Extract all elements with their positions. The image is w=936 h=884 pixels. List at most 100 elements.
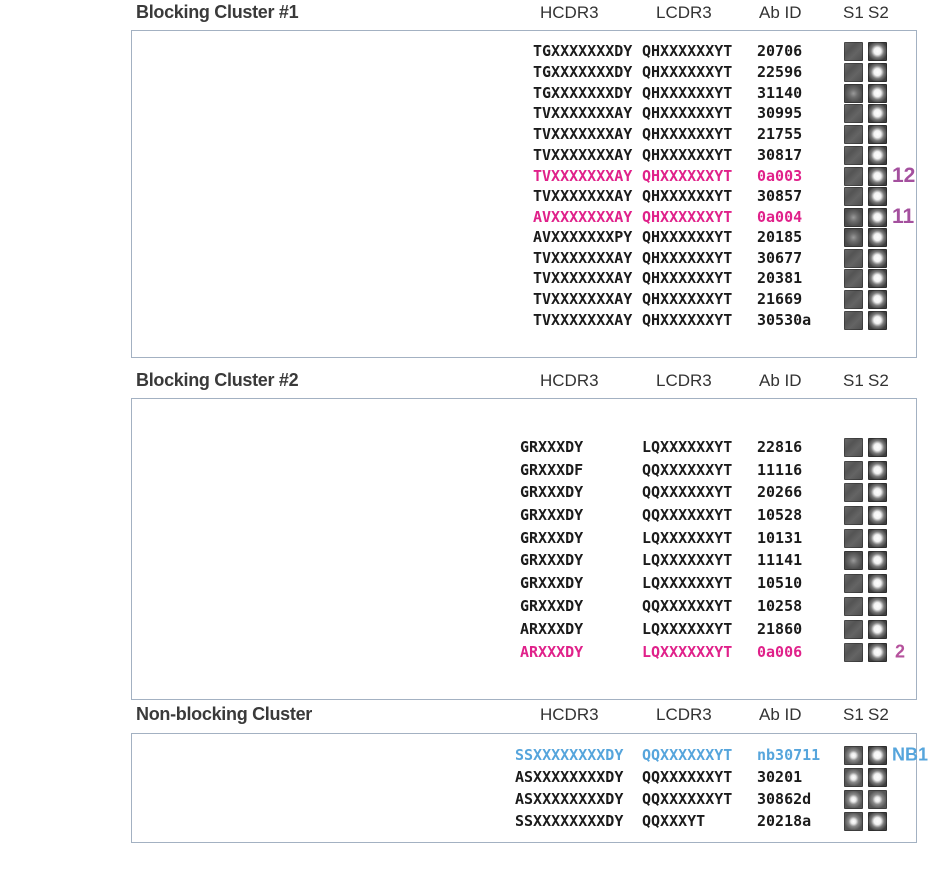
s1-thumbnail — [844, 596, 863, 616]
antibody-id: 30530a — [757, 311, 812, 329]
column-header-hcdr3: HCDR3 — [540, 705, 599, 724]
s1-thumbnail — [844, 811, 863, 831]
s1-thumbnail — [844, 528, 863, 548]
hcdr3-sequence: SSXXXXXXXXDY — [515, 812, 624, 830]
hcdr3-sequence: GRXXXDY — [520, 597, 584, 615]
s1-thumbnail — [844, 310, 863, 330]
s2-thumbnail — [868, 248, 887, 268]
lcdr3-sequence: LQXXXXXXYT — [642, 551, 733, 569]
s2-thumbnail — [868, 811, 887, 831]
lcdr3-sequence: QHXXXXXXYT — [642, 146, 733, 164]
antibody-id: 22816 — [757, 438, 803, 456]
s1-thumbnail — [844, 83, 863, 103]
hcdr3-sequence: GRXXXDY — [520, 551, 584, 569]
lcdr3-sequence: QHXXXXXXYT — [642, 269, 733, 287]
cluster2-box — [131, 398, 917, 700]
s1-thumbnail — [844, 289, 863, 309]
antibody-id: nb30711 — [757, 746, 821, 764]
hcdr3-sequence: TVXXXXXXXAY — [533, 125, 633, 143]
s2-thumbnail — [868, 528, 887, 548]
s2-thumbnail — [868, 103, 887, 123]
s2-thumbnail — [868, 573, 887, 593]
column-header-s1: S1 — [843, 3, 864, 22]
lcdr3-sequence: QQXXXXXXYT — [642, 597, 733, 615]
column-header-abid: Ab ID — [759, 371, 802, 390]
lcdr3-sequence: QHXXXXXXYT — [642, 84, 733, 102]
hcdr3-sequence: TVXXXXXXXAY — [533, 146, 633, 164]
column-header-s2: S2 — [868, 3, 889, 22]
lcdr3-sequence: LQXXXXXXYT — [642, 620, 733, 638]
hcdr3-sequence: ARXXXDY — [520, 620, 584, 638]
lcdr3-sequence: QHXXXXXXYT — [642, 125, 733, 143]
hcdr3-sequence: TVXXXXXXXAY — [533, 249, 633, 267]
s2-thumbnail — [868, 596, 887, 616]
antibody-id: 30862d — [757, 790, 812, 808]
lcdr3-sequence: QQXXXXXXYT — [642, 506, 733, 524]
column-header-hcdr3: HCDR3 — [540, 371, 599, 390]
s1-thumbnail — [844, 207, 863, 227]
hcdr3-sequence: ASXXXXXXXXDY — [515, 768, 624, 786]
s1-thumbnail — [844, 41, 863, 61]
s1-thumbnail — [844, 505, 863, 525]
s2-thumbnail — [868, 460, 887, 480]
column-header-lcdr3: LCDR3 — [656, 371, 712, 390]
antibody-id: 10510 — [757, 574, 803, 592]
lcdr3-sequence: QHXXXXXXYT — [642, 228, 733, 246]
antibody-id: 30201 — [757, 768, 803, 786]
lcdr3-sequence: QHXXXXXXYT — [642, 104, 733, 122]
s1-thumbnail — [844, 227, 863, 247]
hcdr3-sequence: ARXXXDY — [520, 643, 584, 661]
column-header-s1: S1 — [843, 371, 864, 390]
s1-thumbnail — [844, 437, 863, 457]
s1-thumbnail — [844, 145, 863, 165]
hcdr3-sequence: AVXXXXXXXAY — [533, 208, 633, 226]
hcdr3-sequence: SSXXXXXXXXDY — [515, 746, 624, 764]
antibody-id: 0a003 — [757, 167, 803, 185]
s1-thumbnail — [844, 482, 863, 502]
antibody-id: 30857 — [757, 187, 803, 205]
antibody-id: 31140 — [757, 84, 803, 102]
antibody-id: 20706 — [757, 42, 803, 60]
lcdr3-sequence: QQXXXXXXYT — [642, 461, 733, 479]
s2-thumbnail — [868, 767, 887, 787]
antibody-id: 20266 — [757, 483, 803, 501]
s2-thumbnail — [868, 83, 887, 103]
hcdr3-sequence: GRXXXDY — [520, 574, 584, 592]
lcdr3-sequence: QHXXXXXXYT — [642, 311, 733, 329]
row-tag: 2 — [895, 641, 906, 662]
cluster3-box — [131, 733, 917, 843]
hcdr3-sequence: ASXXXXXXXXDY — [515, 790, 624, 808]
s1-thumbnail — [844, 103, 863, 123]
column-header-s2: S2 — [868, 371, 889, 390]
s2-thumbnail — [868, 619, 887, 639]
s1-thumbnail — [844, 460, 863, 480]
s1-thumbnail — [844, 642, 863, 662]
cluster3-title: Non-blocking Cluster — [136, 704, 313, 724]
lcdr3-sequence: QHXXXXXXYT — [642, 187, 733, 205]
s2-thumbnail — [868, 145, 887, 165]
hcdr3-sequence: GRXXXDY — [520, 506, 584, 524]
column-header-lcdr3: LCDR3 — [656, 705, 712, 724]
antibody-id: 10258 — [757, 597, 803, 615]
hcdr3-sequence: GRXXXDF — [520, 461, 584, 479]
s1-thumbnail — [844, 573, 863, 593]
s2-thumbnail — [868, 289, 887, 309]
hcdr3-sequence: GRXXXDY — [520, 529, 584, 547]
lcdr3-sequence: QHXXXXXXYT — [642, 167, 733, 185]
hcdr3-sequence: TVXXXXXXXAY — [533, 311, 633, 329]
s1-thumbnail — [844, 767, 863, 787]
antibody-id: 21755 — [757, 125, 803, 143]
column-header-hcdr3: HCDR3 — [540, 3, 599, 22]
antibody-id: 22596 — [757, 63, 803, 81]
s2-thumbnail — [868, 437, 887, 457]
hcdr3-sequence: AVXXXXXXXPY — [533, 228, 633, 246]
s1-thumbnail — [844, 789, 863, 809]
antibody-id: 0a006 — [757, 643, 803, 661]
lcdr3-sequence: LQXXXXXXYT — [642, 574, 733, 592]
s2-thumbnail — [868, 482, 887, 502]
s2-thumbnail — [868, 124, 887, 144]
antibody-id: 30677 — [757, 249, 803, 267]
lcdr3-sequence: QQXXXYT — [642, 812, 706, 830]
lcdr3-sequence: QHXXXXXXYT — [642, 208, 733, 226]
